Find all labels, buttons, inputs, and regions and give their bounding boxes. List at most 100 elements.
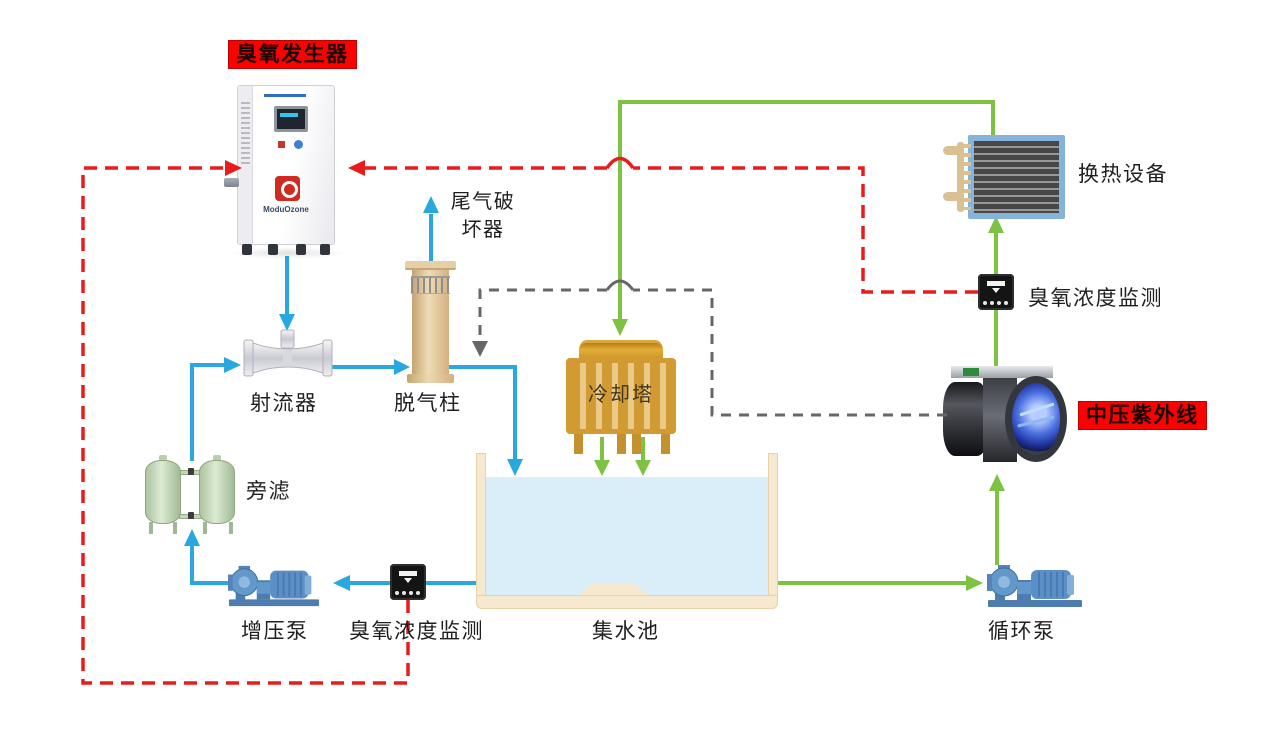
filter-top-valve <box>188 468 194 475</box>
generator-foot <box>268 244 278 255</box>
pump-coupling <box>256 582 273 594</box>
pipe-filter-to-jet <box>190 363 224 461</box>
generator-foot <box>296 244 306 255</box>
degassing-column-cap <box>405 261 456 270</box>
monitor-buttons <box>983 301 1009 305</box>
ozone-monitor-bottom-label: 臭氧浓度监测 <box>349 619 484 643</box>
pump-motor-endcap <box>304 575 312 595</box>
circulation-pump-unit <box>987 565 1082 607</box>
heat-exchanger-return-bends <box>962 144 971 210</box>
heat-exchanger-outlet-stub <box>943 192 961 201</box>
arrow-into-pool <box>507 459 523 476</box>
jet-center-band <box>283 350 292 366</box>
pump-motor-endcap <box>1067 575 1074 595</box>
pump-volute-face <box>238 576 251 588</box>
jet-right-flange <box>322 339 333 377</box>
cooling-tower-label: 冷却塔 <box>588 384 654 406</box>
heat-exchanger-label: 换热设备 <box>1078 162 1168 186</box>
filter-leg <box>229 522 233 534</box>
circulation-pump-label: 循环泵 <box>988 619 1056 643</box>
cooling-tower-leg <box>632 434 641 454</box>
generator-foot <box>320 244 330 255</box>
ozone-generator-unit: ModuOzone <box>237 85 335 255</box>
heat-exchanger-coils <box>974 141 1059 213</box>
booster-pump-unit <box>228 565 320 607</box>
jet-left-flange <box>243 339 254 377</box>
cooling-tower-top-cylinder <box>579 340 663 360</box>
pump-motor-fins <box>1038 572 1064 597</box>
pump-base <box>228 599 320 607</box>
pump-base <box>988 600 1082 607</box>
pipe-heat-exchanger-to-cooling-tower <box>618 100 995 319</box>
side-filter-label: 旁滤 <box>246 479 291 503</box>
degassing-column-pins <box>411 276 450 294</box>
ozone-concentration-monitor-right <box>978 274 1014 310</box>
arrow-into-jet-left <box>224 357 241 373</box>
generator-foot <box>242 244 252 255</box>
pump-suction-flange <box>228 574 233 591</box>
filter-tank-left <box>145 460 181 524</box>
monitor-pointer <box>404 578 412 583</box>
ozone-monitor-right-label: 臭氧浓度监测 <box>1028 286 1163 310</box>
arrow-into-heat-exchanger <box>988 216 1004 233</box>
generator-red-button <box>278 141 285 148</box>
pump-coupling <box>1017 582 1033 594</box>
filter-leg <box>203 522 207 534</box>
generator-control-screen <box>274 106 308 132</box>
heat-exchanger-frame <box>968 135 1065 219</box>
generator-vents <box>241 102 250 164</box>
arrow-into-booster-pump <box>333 575 350 591</box>
monitor-display <box>987 281 1005 286</box>
cooling-tower-leg <box>661 434 670 454</box>
uv-reactor-unit <box>943 366 1068 468</box>
arrow-tower-to-pool-right <box>635 460 651 476</box>
generator-side-pipe <box>224 178 239 187</box>
cooling-tower-leg <box>617 434 626 454</box>
uv-brand-chip <box>963 368 979 376</box>
filter-tank-right <box>199 460 235 524</box>
medium-pressure-uv-highlight-label: 中压紫外线 <box>1078 401 1207 431</box>
jet-injector-label: 射流器 <box>250 391 318 415</box>
heat-exchanger-inlet-stub <box>943 146 961 155</box>
ozone-generator-highlight-label: 臭氧发生器 <box>228 40 357 70</box>
pump-suction-flange <box>987 574 992 591</box>
generator-brand-text: ModuOzone <box>263 205 309 214</box>
arrow-into-cooling-tower <box>612 319 628 336</box>
arrow-into-uv <box>989 474 1005 491</box>
cooling-tower-leg <box>574 434 583 454</box>
ozone-concentration-monitor-bottom <box>390 564 426 600</box>
filter-leg <box>149 522 153 534</box>
tail-gas-destructor-label-line1: 尾气破 <box>450 191 516 213</box>
monitor-display <box>399 571 417 576</box>
side-filter-unit <box>145 452 237 536</box>
degassing-column-base <box>407 374 454 383</box>
degassing-column-label: 脱气柱 <box>394 391 462 415</box>
uv-flange-ring <box>1005 376 1067 462</box>
pool-wall-left <box>476 453 486 605</box>
arrow-tail-gas-up <box>423 196 439 213</box>
arrow-into-circulation-pump <box>966 575 983 591</box>
monitor-pointer <box>992 288 1000 293</box>
pipe-pump-to-filter <box>190 546 232 585</box>
ozone-water-pipes <box>190 214 517 585</box>
pump-volute-face <box>998 576 1010 588</box>
generator-top-strip <box>264 94 306 97</box>
cooling-tower-unit: 冷却塔 <box>566 338 676 454</box>
pool-wall-bottom <box>476 595 778 609</box>
monitor-buttons <box>395 591 421 595</box>
pool-bottom-notch <box>578 583 648 595</box>
arrow-tower-to-pool-left <box>594 460 610 476</box>
jet-top-inlet <box>280 329 295 349</box>
pool-water <box>486 477 768 595</box>
arrow-into-column <box>394 359 410 375</box>
collecting-pool-label: 集水池 <box>592 619 660 643</box>
generator-blue-button <box>294 140 303 149</box>
pool-wall-right <box>768 453 778 605</box>
uv-lamp-housing <box>943 382 989 456</box>
green-arrowheads <box>594 216 1005 591</box>
jet-injector-unit <box>243 329 333 377</box>
tail-gas-destructor-label-line2: 坏器 <box>461 219 505 241</box>
filter-leg <box>173 522 177 534</box>
booster-pump-label: 增压泵 <box>241 619 309 643</box>
